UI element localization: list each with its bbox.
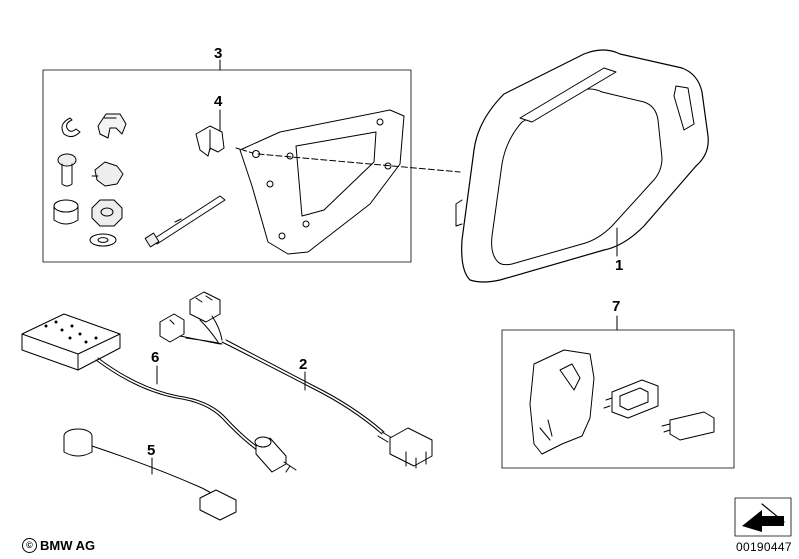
cable-tie-part <box>144 195 226 248</box>
assembly-dash-line <box>257 153 461 173</box>
callout-6: 6 <box>151 349 159 366</box>
diagram-number: 00190447 <box>736 540 792 554</box>
spring-clip-part <box>97 113 127 139</box>
switch-housing-part <box>603 379 659 419</box>
instrument-frame-part <box>455 49 709 283</box>
clip-ring-part <box>61 117 81 138</box>
copyright-notice: © BMW AG <box>22 538 95 553</box>
assembly-dash-line-2 <box>235 147 257 155</box>
mounting-bracket <box>239 109 405 255</box>
callout-3: 3 <box>214 45 222 62</box>
callout-2: 2 <box>299 356 307 373</box>
copyright-icon: © <box>22 538 37 553</box>
edge-clip-part <box>195 125 225 157</box>
switch-kit-frame <box>501 329 735 469</box>
callout-5: 5 <box>147 442 155 459</box>
callout-4: 4 <box>214 93 223 110</box>
brand-label: BMW AG <box>40 538 96 553</box>
switch-bracket-part <box>529 349 595 455</box>
push-button-part <box>661 411 715 441</box>
screw-part <box>57 153 77 187</box>
hex-nut-part <box>91 199 123 227</box>
sleeve-part <box>53 199 79 225</box>
spreader-nut-part <box>91 161 124 187</box>
navigation-arrow-icon <box>734 497 792 537</box>
wiring-harness-part-2 <box>159 291 433 469</box>
hardware-kit-frame <box>42 69 412 263</box>
callout-7: 7 <box>612 298 620 315</box>
sensor-cable-part-5 <box>63 428 237 521</box>
washer-part <box>89 233 117 247</box>
sensor-module-part-6 <box>21 313 297 473</box>
callout-1: 1 <box>615 257 623 274</box>
